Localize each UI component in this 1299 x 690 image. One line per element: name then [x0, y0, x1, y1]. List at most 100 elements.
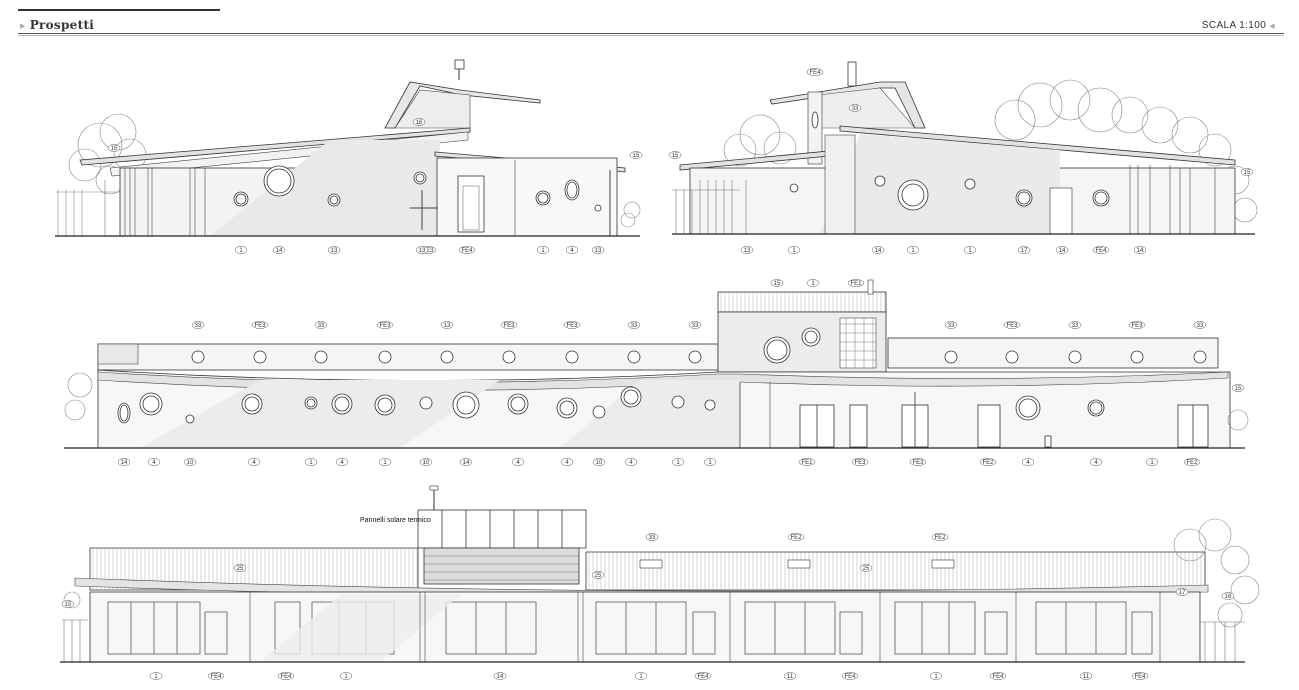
scale-label: SCALA 1:100◀ — [1202, 20, 1275, 31]
ref-tag-text: FE1 — [850, 281, 862, 287]
ref-tag-text: 4 — [152, 460, 156, 466]
ref-tag-text: 10 — [596, 460, 603, 466]
ref-tag-bubble — [668, 151, 682, 159]
ref-tag-bubble — [787, 246, 801, 254]
ref-tag-e4: 25 — [233, 564, 247, 572]
portholes-2 — [789, 111, 1110, 211]
ref-tag-e4: 1 — [929, 672, 943, 680]
header-rule — [18, 33, 1284, 34]
ref-tag-bubble — [207, 672, 225, 680]
ref-tag-e3: 33 — [191, 321, 205, 329]
ref-tag-e2: 14 — [871, 246, 885, 254]
ref-tag-e4: FE4 — [841, 672, 859, 680]
ref-tag-text: 4 — [570, 248, 574, 254]
ref-tag-e3: 4 — [147, 458, 161, 466]
ref-tag-e4: 25 — [591, 571, 605, 579]
ref-tag-text: 33 — [1197, 323, 1204, 329]
ref-tag-bubble — [989, 672, 1007, 680]
ref-tag-bubble — [1193, 321, 1207, 329]
ref-tag-text: 14 — [1137, 248, 1144, 254]
ref-tag-bubble — [335, 458, 349, 466]
ref-tag-bubble — [629, 151, 643, 159]
ref-tag-text: FE2 — [1186, 460, 1198, 466]
ref-tag-bubble — [536, 246, 550, 254]
ref-tag-text: 1 — [811, 281, 815, 287]
ref-tag-bubble — [458, 246, 476, 254]
ref-tag-bubble — [493, 672, 507, 680]
ref-tag-text: 15 — [672, 153, 679, 159]
ref-tag-e4: 17 — [1175, 588, 1189, 596]
ref-tag-bubble — [1145, 458, 1159, 466]
ref-tag-e3: 1 — [1145, 458, 1159, 466]
ref-tag-text: 10 — [423, 460, 430, 466]
ref-tag-e3: FE2 — [979, 458, 997, 466]
triangle-icon: ▶ — [20, 21, 26, 30]
ref-tag-text: FE3 — [379, 323, 391, 329]
ref-tag-bubble — [183, 458, 197, 466]
ref-tag-e1: 13 — [327, 246, 341, 254]
ref-tag-text: FE4 — [1095, 248, 1107, 254]
ref-tag-e3: 13 — [440, 321, 454, 329]
ref-tag-bubble — [1068, 321, 1082, 329]
ref-tag-text: 1 — [911, 248, 915, 254]
ref-tag-text: 11 — [1083, 674, 1090, 680]
ref-tag-e2: 17 — [1017, 246, 1031, 254]
ref-tag-text: 14 — [1059, 248, 1066, 254]
sheet-title-text: Prospetti — [29, 18, 95, 32]
ref-tag-e1: 13 — [415, 246, 429, 254]
ref-tag-e4: 1 — [149, 672, 163, 680]
ref-tag-bubble — [979, 458, 997, 466]
ref-tag-bubble — [694, 672, 712, 680]
ref-tag-bubble — [304, 458, 318, 466]
ref-tag-text: 4 — [340, 460, 344, 466]
ref-tag-e3: 33 — [688, 321, 702, 329]
sheet-title: ▶Prospetti — [20, 18, 94, 32]
ref-tag-text: 33 — [948, 323, 955, 329]
ref-tag-bubble — [376, 321, 394, 329]
ref-tag-bubble — [1240, 168, 1254, 176]
ref-tag-text: 11 — [787, 674, 794, 680]
ref-tag-text: 15 — [774, 281, 781, 287]
ref-tag-text: 14 — [121, 460, 128, 466]
ref-tag-e1: 1 — [234, 246, 248, 254]
ref-tag-bubble — [847, 279, 865, 287]
ref-tag-text: 13 — [331, 248, 338, 254]
ref-tag-e3: FE2 — [1183, 458, 1201, 466]
ref-tag-text: 14 — [875, 248, 882, 254]
ref-tag-bubble — [1183, 458, 1201, 466]
ref-tag-bubble — [591, 571, 605, 579]
ref-tag-text: FE4 — [1134, 674, 1146, 680]
ref-tag-bubble — [929, 672, 943, 680]
ref-tag-text: 14 — [463, 460, 470, 466]
ref-tag-e3: 10 — [419, 458, 433, 466]
ref-tag-text: FE2 — [982, 460, 994, 466]
ref-tag-bubble — [233, 564, 247, 572]
ref-tag-bubble — [378, 458, 392, 466]
ref-tag-bubble — [234, 246, 248, 254]
portholes-1 — [233, 165, 602, 212]
ref-tag-bubble — [798, 458, 816, 466]
ref-tag-bubble — [117, 458, 131, 466]
ref-tag-text: 33 — [195, 323, 202, 329]
ref-tag-text: 14 — [276, 248, 283, 254]
ref-tag-e3: 1 — [703, 458, 717, 466]
ref-tag-bubble — [909, 458, 927, 466]
ref-tag-bubble — [592, 458, 606, 466]
ref-tag-bubble — [459, 458, 473, 466]
ref-tag-bubble — [277, 672, 295, 680]
ref-tag-e4: 1 — [339, 672, 353, 680]
ref-tag-bubble — [560, 458, 574, 466]
ref-tag-text: 1 — [1150, 460, 1154, 466]
ref-tag-e3: 10 — [592, 458, 606, 466]
ref-tag-bubble — [851, 458, 869, 466]
ref-tag-e3: 4 — [247, 458, 261, 466]
ref-tag-e3: FE3 — [376, 321, 394, 329]
ref-tag-text: 17 — [1021, 248, 1028, 254]
ref-tag-bubble — [251, 321, 269, 329]
ref-tag-bubble — [806, 279, 820, 287]
ref-tag-text: FE3 — [1131, 323, 1143, 329]
ref-tag-bubble — [314, 321, 328, 329]
ref-tag-e3: 15 — [770, 279, 784, 287]
ref-tag-text: 1 — [968, 248, 972, 254]
ref-tag-text: 16 — [416, 120, 423, 126]
